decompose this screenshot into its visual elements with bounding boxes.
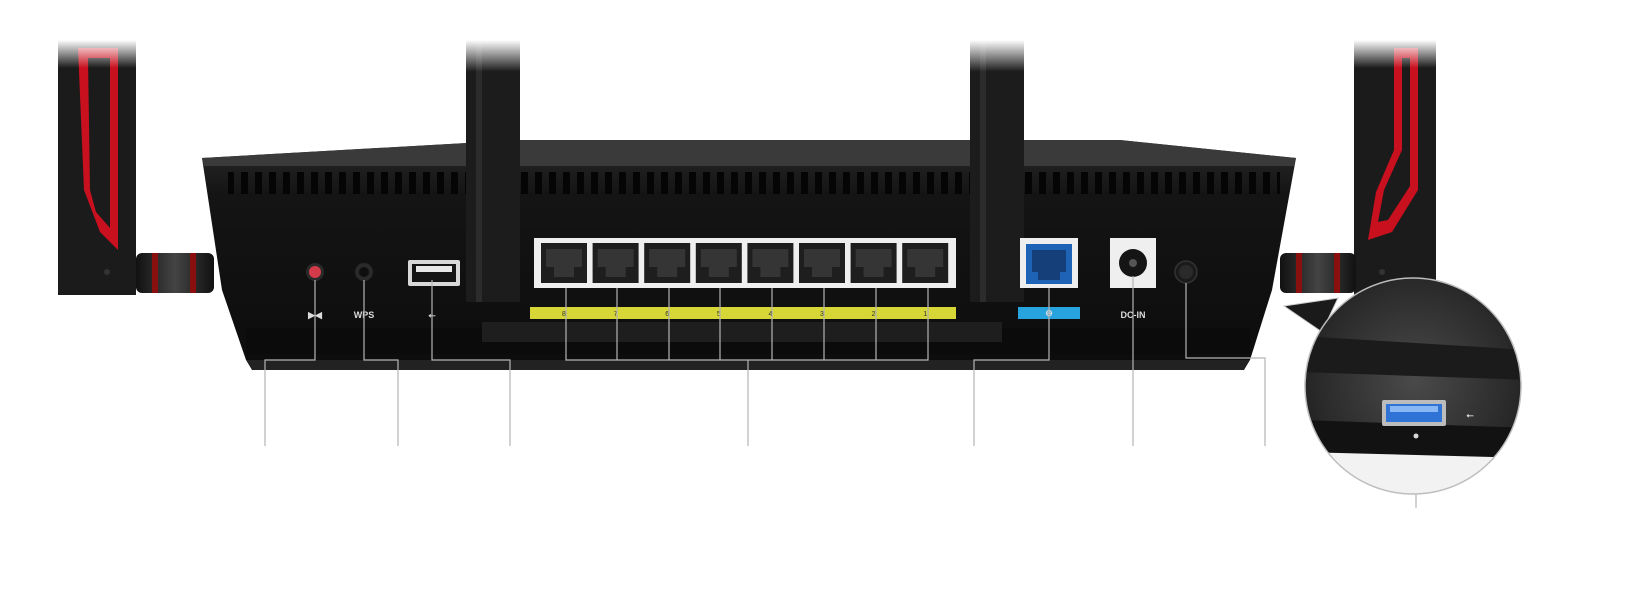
lan-port-2-icon[interactable] (850, 243, 897, 283)
lan-port-5-icon[interactable] (695, 243, 742, 283)
power-button-icon[interactable] (1174, 260, 1198, 284)
lan-port-4-icon[interactable] (747, 243, 794, 283)
lan-port-label: 4 (768, 311, 772, 318)
lan-port-1-icon[interactable] (902, 243, 949, 283)
lan-port-label: 8 (562, 311, 566, 318)
antenna-right-joint (1280, 253, 1356, 293)
lan-port-3-icon[interactable] (799, 243, 845, 283)
lan-port-8-icon[interactable] (541, 243, 587, 283)
lan-port-6-icon[interactable] (644, 243, 691, 283)
lan-port-label: 1 (923, 311, 927, 318)
callout-reset (264, 280, 316, 446)
lan-port-7-icon[interactable] (592, 243, 639, 283)
callout-wan (973, 288, 1050, 446)
wps-button-icon[interactable] (355, 263, 373, 281)
top-vents (228, 172, 1280, 194)
antenna-center-right (970, 40, 1024, 302)
lan-port-label: 3 (820, 311, 824, 318)
antenna-center-left (466, 40, 520, 302)
usb2-port-icon[interactable] (408, 260, 460, 286)
usb3-port-icon[interactable] (1382, 400, 1446, 426)
lan-label-strip (530, 307, 956, 319)
lan-port-label: 2 (872, 311, 876, 318)
lan-port-label: 7 (614, 311, 618, 318)
antenna-left (58, 40, 136, 295)
callout-usb (431, 280, 511, 446)
lan-port-label: 6 (665, 311, 669, 318)
usb3-zoom-inset (1305, 278, 1521, 494)
antenna-left-joint (136, 253, 214, 293)
lan-port-label: 5 (717, 311, 721, 318)
usb3-indicator (1413, 433, 1419, 439)
usb-symbol-icon: ⭠ (1466, 410, 1474, 420)
zoom-circle (1304, 277, 1522, 495)
reset-button-icon[interactable] (306, 263, 324, 281)
callout-power (1185, 283, 1266, 446)
callout-wps (363, 280, 399, 446)
antenna-right (1354, 40, 1436, 302)
callout-lan (565, 288, 929, 446)
wan-port-icon[interactable] (1020, 238, 1078, 288)
lan-ports (541, 243, 949, 283)
